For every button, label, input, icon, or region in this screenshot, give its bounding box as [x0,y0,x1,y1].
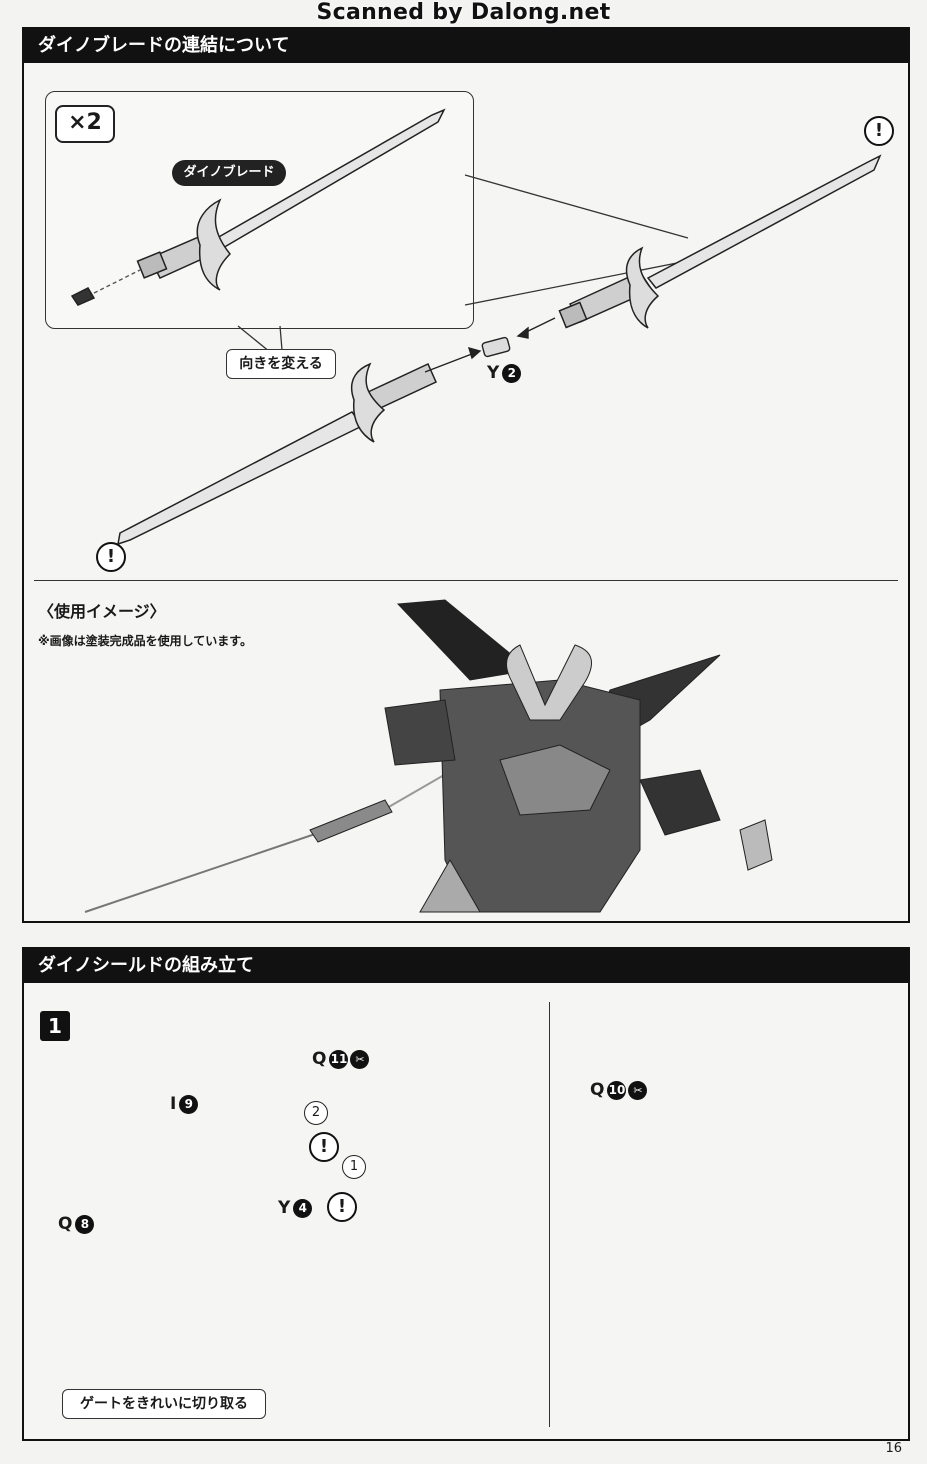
scan-watermark: Scanned by Dalong.net [316,0,611,25]
cut-icon: ✂ [350,1049,370,1069]
robot-usage-photo [84,599,773,913]
insert-guide-line [93,269,141,294]
order-marker-2: 2 [304,1101,328,1125]
step-number: 1 [40,1011,70,1041]
warning-icon: ! [864,116,894,146]
warning-icon: ! [96,542,126,572]
shield-section-header: ダイノシールドの組み立て [22,947,910,985]
quantity-badge: ×2 [55,105,115,143]
part-name-label: ダイノブレード [172,160,286,186]
warning-icon: ! [327,1192,357,1222]
warning-icon: ! [309,1132,339,1162]
page-number: 16 [885,1441,902,1456]
callout-blade-illustration [70,108,446,306]
lower-left-blade-illustration [117,362,437,546]
shield-section-frame [22,983,910,1441]
blade-detail-callout [45,91,474,329]
order-marker-1: 1 [342,1155,366,1179]
step-divider [549,1002,550,1427]
joint-part-y2 [481,336,511,358]
turn-direction-label: 向きを変える [226,349,336,379]
blade-section-header: ダイノブレードの連結について [22,27,910,65]
gate-trim-label: ゲートをきれいに切り取る [62,1389,266,1419]
section-divider [34,580,898,581]
upper-right-blade-illustration [558,154,882,329]
usage-note: ※画像は塗装完成品を使用しています。 [38,634,253,648]
usage-title: 〈使用イメージ〉 [38,602,166,621]
cut-icon: ✂ [628,1080,648,1100]
